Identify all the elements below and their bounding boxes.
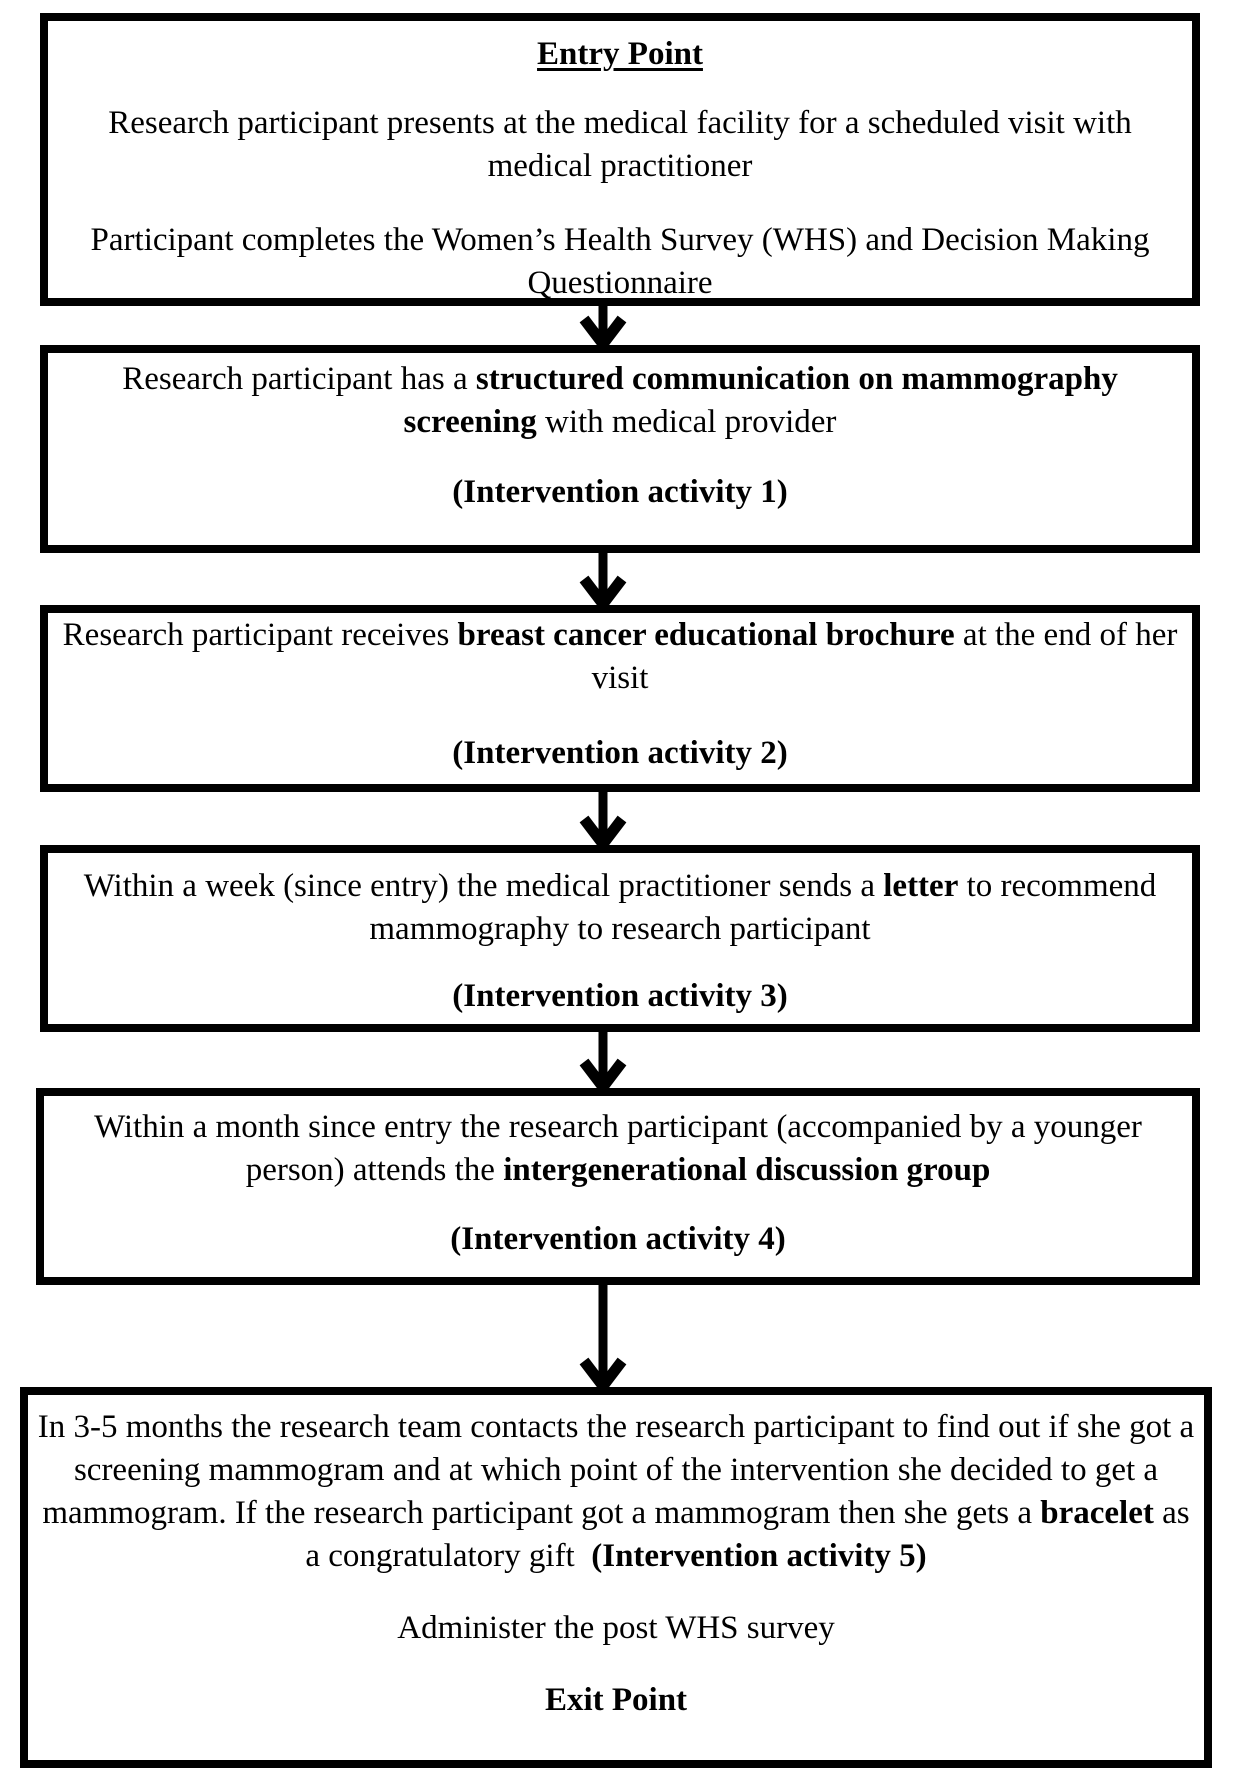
intervention-label: (Intervention activity 1): [48, 471, 1192, 514]
text-segment: Research participant presents at the med…: [108, 105, 1132, 184]
flow-box-intervention-4: Within a month since entry the research …: [36, 1088, 1200, 1285]
arrow-down-icon: [579, 790, 627, 848]
intervention-label: (Intervention activity 3): [48, 975, 1192, 1018]
box-paragraph: Research participant presents at the med…: [78, 102, 1163, 188]
bold-phrase: (Intervention activity 1): [452, 474, 788, 510]
bold-phrase: Exit Point: [544, 1682, 688, 1718]
bold-phrase: letter: [883, 868, 959, 904]
bold-phrase: bracelet: [1040, 1495, 1154, 1531]
text-segment: In 3-5 months the research team contacts…: [37, 1409, 1195, 1531]
flow-arrow-4: [579, 1030, 627, 1091]
box-paragraph: In 3-5 months the research team contacts…: [34, 1406, 1199, 1578]
text-segment: Participant completes the Women’s Health…: [90, 222, 1150, 301]
arrow-down-icon: [579, 551, 627, 608]
flow-box-entry: Entry Point Research participant present…: [40, 13, 1200, 306]
flow-arrow-2: [579, 551, 627, 608]
box-paragraph: Within a week (since entry) the medical …: [78, 865, 1163, 951]
box-paragraph: Research participant has a structured co…: [78, 358, 1163, 444]
flow-arrow-5: [579, 1283, 627, 1390]
text-segment: Within a month since entry the research …: [94, 1109, 1142, 1188]
arrow-down-icon: [579, 1030, 627, 1091]
flow-box-exit: In 3-5 months the research team contacts…: [20, 1387, 1212, 1768]
text-segment: Research participant has a: [122, 361, 476, 397]
box-paragraph: Administer the post WHS survey: [28, 1607, 1204, 1650]
bold-phrase: (Intervention activity 4): [450, 1221, 786, 1257]
intervention-label: (Intervention activity 4): [44, 1218, 1192, 1261]
flow-box-intervention-1: Research participant has a structured co…: [40, 345, 1200, 553]
bold-phrase: (Intervention activity 3): [452, 978, 788, 1014]
entry-point-title: Entry Point: [537, 36, 703, 72]
flow-arrow-3: [579, 790, 627, 848]
box-paragraph: Research participant receives breast can…: [50, 614, 1190, 700]
text-segment: with medical provider: [536, 404, 837, 440]
text-segment: Within a week (since entry) the medical …: [83, 868, 884, 904]
intervention-label: (Intervention activity 5): [591, 1538, 927, 1574]
text-segment: Research participant receives: [62, 617, 458, 653]
bold-phrase: structured communication on mammography …: [403, 361, 1118, 440]
text-segment: to recommend mammography to research par…: [369, 868, 1157, 947]
text-segment: as a congratulatory gift: [305, 1495, 1190, 1574]
arrow-down-icon: [579, 1283, 627, 1390]
flow-arrow-1: [579, 304, 627, 348]
text-segment: Administer the post WHS survey: [397, 1610, 835, 1646]
arrow-down-icon: [579, 304, 627, 348]
box-paragraph: Within a month since entry the research …: [76, 1106, 1161, 1192]
exit-point-label: Exit Point: [28, 1679, 1204, 1722]
bold-phrase: intergenerational discussion group: [503, 1152, 991, 1188]
flow-box-intervention-3: Within a week (since entry) the medical …: [40, 845, 1200, 1032]
intervention-label: (Intervention activity 2): [48, 732, 1192, 775]
text-segment: at the end of her visit: [591, 617, 1178, 696]
flow-box-intervention-2: Research participant receives breast can…: [40, 605, 1200, 792]
bold-phrase: (Intervention activity 2): [452, 735, 788, 771]
bold-phrase: breast cancer educational brochure: [457, 617, 955, 653]
box-paragraph: Participant completes the Women’s Health…: [78, 219, 1163, 305]
